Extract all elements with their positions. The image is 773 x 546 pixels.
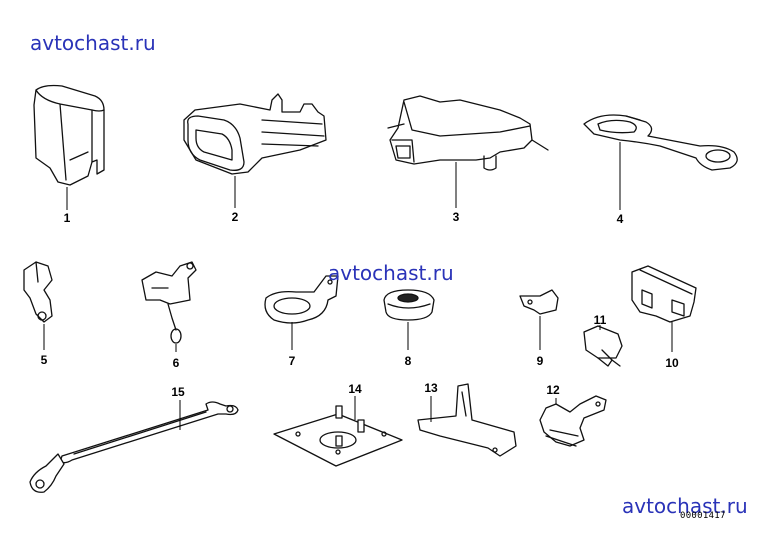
watermark-center: avtochast.ru <box>328 261 454 285</box>
part-4-strap-drawing: 4 <box>583 114 738 226</box>
part-2-boot-drawing: 2 <box>183 93 327 224</box>
part-11-clamp-drawing: 11 <box>583 313 623 367</box>
part-10-slotted-bracket-drawing: 10 <box>631 265 697 370</box>
part-label-10: 10 <box>665 356 679 370</box>
part-label-7: 7 <box>289 354 296 368</box>
watermark-bottom-right: avtochast.ru <box>622 494 748 518</box>
part-13-tall-bracket-drawing: 13 <box>417 381 517 457</box>
part-label-12: 12 <box>546 383 560 397</box>
part-1-cover-drawing: 1 <box>33 84 105 225</box>
part-7-bracket-drawing: 7 <box>264 275 339 368</box>
part-5-clip-drawing: 5 <box>23 261 53 367</box>
part-label-8: 8 <box>405 354 412 368</box>
part-label-15: 15 <box>171 385 185 399</box>
part-14-stud-plate-drawing: 14 <box>273 382 403 467</box>
part-label-14: 14 <box>348 382 362 396</box>
part-8-grommet-drawing: 8 <box>383 289 435 368</box>
part-label-13: 13 <box>424 381 438 395</box>
part-label-11: 11 <box>594 313 607 327</box>
part-6-clip-strap-drawing: 6 <box>141 261 197 370</box>
part-3-housing-drawing: 3 <box>387 95 549 224</box>
part-15-ground-strap-drawing: 15 <box>29 385 239 493</box>
part-label-6: 6 <box>173 356 180 370</box>
diagram-reference-code: 00001417 <box>680 511 726 521</box>
part-12-cable-clip-drawing: 12 <box>539 383 607 447</box>
part-label-5: 5 <box>41 353 48 367</box>
part-label-2: 2 <box>232 210 239 224</box>
part-label-3: 3 <box>453 210 460 224</box>
part-9-angle-bracket-drawing: 9 <box>519 289 559 368</box>
part-label-9: 9 <box>537 354 544 368</box>
watermark-top-left: avtochast.ru <box>30 31 156 55</box>
part-label-1: 1 <box>64 211 71 225</box>
part-label-4: 4 <box>617 212 624 226</box>
